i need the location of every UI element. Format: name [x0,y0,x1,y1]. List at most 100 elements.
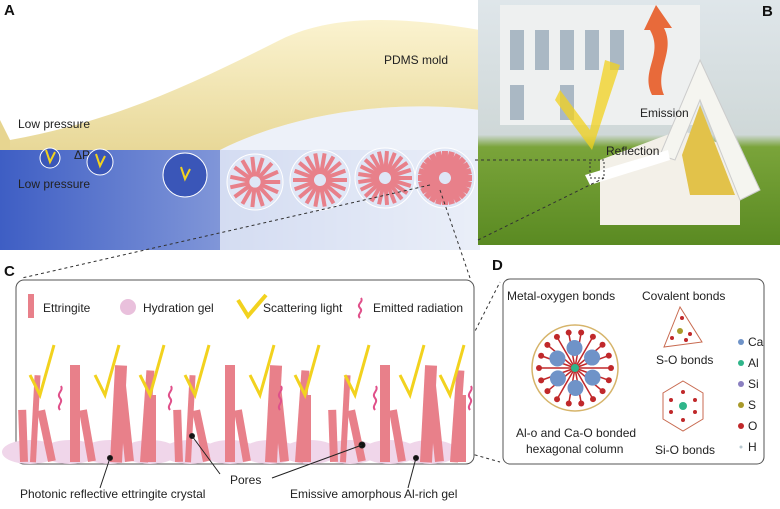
ettringite-rod [390,177,412,188]
oxygen-atom [589,333,596,340]
oxygen-atom [554,396,561,403]
scattering-light-ray [28,344,56,400]
ettringite-rod [388,161,409,177]
ettringite-crystal [303,395,311,462]
ettringite-rod [319,185,327,207]
ettringite-crystal [450,370,465,463]
ettringite-crystal [70,365,80,462]
ettringite-crystal [225,365,235,462]
panel-label-a: A [4,2,15,19]
pore-bubble [86,148,114,176]
ettringite-crystal [116,384,134,462]
ettringite-rod [387,155,404,175]
hydration-gel-legend-icon [120,299,136,315]
ettringite-crystal [271,384,289,462]
ettringite-crystal [192,409,211,462]
scattering-light-legend-icon [236,293,268,320]
panel-b: Emission Reflection B [478,0,780,245]
element-swatch-o [738,423,744,429]
ettringite-rod [229,181,250,190]
low-pressure-top-label: Low pressure [18,117,90,131]
pdms-mold [10,20,480,150]
ettringite-crystal [380,365,390,462]
panel-label-b: B [762,3,773,20]
emitted-radiation-wave [277,385,283,411]
oxygen-atom [599,341,606,348]
ettringite-rod [450,168,472,180]
emitted-radiation-legend-icon [357,297,363,319]
emitted-radiation-wave [167,385,173,411]
oxygen-atom [536,365,543,372]
column-label-2: hexagonal column [526,442,623,456]
ettringite-rod [385,152,397,174]
ettringite-rod [233,165,252,181]
pdms-mold-label: PDMS mold [384,53,448,67]
ettringite-rod [359,178,381,192]
droplet-bubbles [39,147,476,211]
oxygen-atom [599,388,606,395]
element-label: Ca [748,335,764,349]
calcium-atom [567,379,584,396]
ettringite-rod [304,155,319,176]
oxygen-atom [538,352,545,359]
ettringite-crystal [328,409,338,462]
ettringite-crystal [30,375,41,463]
ettringite-rod [377,183,386,205]
element-label: H [748,440,757,454]
calcium-atom [584,349,601,366]
emitted-radiation-wave [57,385,63,411]
oxygen-atom [565,329,572,336]
so-bonds-label: S-O bonds [656,353,713,367]
metal-oxygen-label: Metal-oxygen bonds [507,289,615,303]
ettringite-rod [321,184,336,205]
ettringite-rod [324,180,347,192]
ettringite-rod [323,161,342,178]
legend-ettringite: Ettringite [43,301,91,315]
ettringite-crystal [18,409,28,463]
oxygen-atom [544,388,551,395]
ettringite-rod [254,157,265,178]
element-label: O [748,419,757,433]
ettringite-rod [233,183,252,199]
pore-bubble [39,147,61,169]
ettringite-rod [369,153,384,174]
ettringite-rod [323,182,342,199]
ettringite-rod [229,174,250,183]
emitted-radiation-wave [467,385,473,411]
ettringite-rod [363,158,382,176]
callout-gel: Emissive amorphous Al-rich gel [290,487,457,501]
scattering-light-ray [138,344,166,400]
ettringite-rod [383,150,389,173]
ettringite-rod [298,182,317,199]
callout-lines [99,433,419,489]
emission-arrow [644,5,672,95]
scattering-light-ray [438,344,466,400]
ettringite-crystals [18,365,466,463]
ettringite-rod [254,186,265,207]
ettringite-rod [257,161,274,180]
pore-bubble [162,152,208,198]
ettringite-rod [321,155,336,176]
element-label: Al [748,356,759,370]
oxygen-atom [578,400,585,407]
oxygen-atom [538,377,545,384]
ettringite-rod [313,153,321,175]
ettringite-rod [257,184,274,203]
ettringite-rod [250,187,257,208]
panel-c: C Ettringite Hydration gel Scattering li… [2,263,475,501]
ettringite-rod [358,172,380,180]
scattering-light-ray [398,344,426,400]
calcium-atom [584,369,601,386]
oxygen-atom [544,341,551,348]
ettringite-rod [259,182,279,195]
ettringite-rod [319,153,327,175]
ettringite-crystal [458,395,466,462]
ettringite-rod [385,182,397,204]
ettringite-rod [240,185,254,205]
delta-p-label: ΔP [74,148,90,162]
ettringite-rod [363,180,382,198]
ettringite-rod [250,156,257,177]
oxygen-atom [553,333,560,340]
legend-hydration-gel: Hydration gel [143,301,214,315]
